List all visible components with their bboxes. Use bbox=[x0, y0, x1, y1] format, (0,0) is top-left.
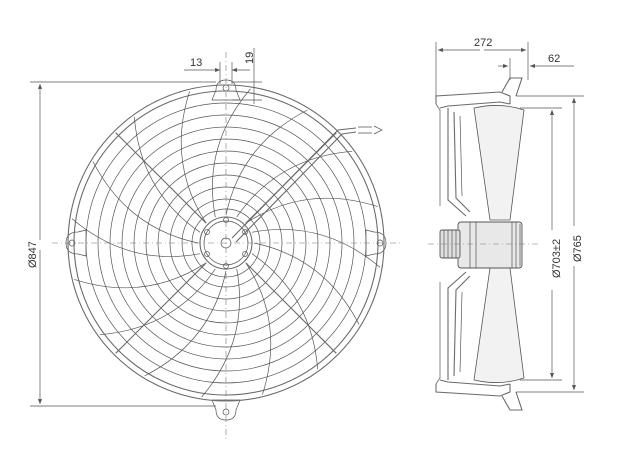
guard-spoke bbox=[92, 161, 199, 244]
guard-spoke bbox=[245, 197, 378, 224]
side-view: 272 62 Ø703±2 Ø765 bbox=[428, 37, 584, 411]
fan-blades bbox=[473, 105, 525, 383]
dimension-blade-diameter: Ø703±2 bbox=[520, 107, 563, 381]
flange-lug-top bbox=[501, 77, 523, 97]
dimension-lug-offset: 19 bbox=[232, 48, 262, 104]
dimension-19-label: 19 bbox=[244, 52, 256, 64]
dimension-13-label: 13 bbox=[190, 57, 202, 69]
guard-spoke bbox=[251, 229, 381, 268]
guard-spoke bbox=[74, 262, 207, 289]
guard-spoke bbox=[253, 242, 360, 325]
dimension-lug-width: 13 bbox=[184, 57, 250, 84]
dimension-depth: 272 bbox=[435, 37, 529, 96]
guard-strut bbox=[115, 262, 207, 354]
guard-shroud-bottom bbox=[435, 271, 511, 397]
guard-spoke bbox=[245, 262, 272, 395]
guard-spoke bbox=[251, 253, 319, 370]
dimension-overall-diameter: Ø847 bbox=[27, 81, 216, 407]
dimension-765-label: Ø765 bbox=[572, 235, 584, 262]
flange-lug-bottom bbox=[501, 391, 523, 411]
guard-strut bbox=[115, 132, 207, 224]
power-cable bbox=[231, 125, 383, 243]
dimension-ring-diameter: Ø765 bbox=[516, 95, 584, 393]
motor bbox=[439, 221, 523, 269]
guard-spoke bbox=[236, 150, 353, 218]
guard-spoke bbox=[99, 268, 216, 336]
guard-spoke bbox=[180, 91, 207, 224]
guard-shroud-top bbox=[435, 91, 511, 217]
dimension-272-label: 272 bbox=[474, 37, 492, 49]
guard-spoke bbox=[212, 88, 251, 218]
guard-spoke bbox=[201, 268, 240, 398]
dimension-62-label: 62 bbox=[548, 53, 560, 65]
dimension-flange-depth: 62 bbox=[498, 53, 574, 80]
guard-spoke bbox=[144, 270, 227, 377]
mounting-lug-bottom bbox=[211, 399, 241, 421]
front-view: 13 19 Ø847 bbox=[27, 48, 400, 440]
dimension-703-label: Ø703±2 bbox=[551, 239, 563, 278]
guard-spoke bbox=[225, 109, 308, 216]
dimension-847-label: Ø847 bbox=[27, 241, 39, 268]
guard-spoke bbox=[133, 116, 201, 233]
guard-spoke bbox=[71, 218, 201, 257]
guard-strut bbox=[245, 262, 337, 354]
